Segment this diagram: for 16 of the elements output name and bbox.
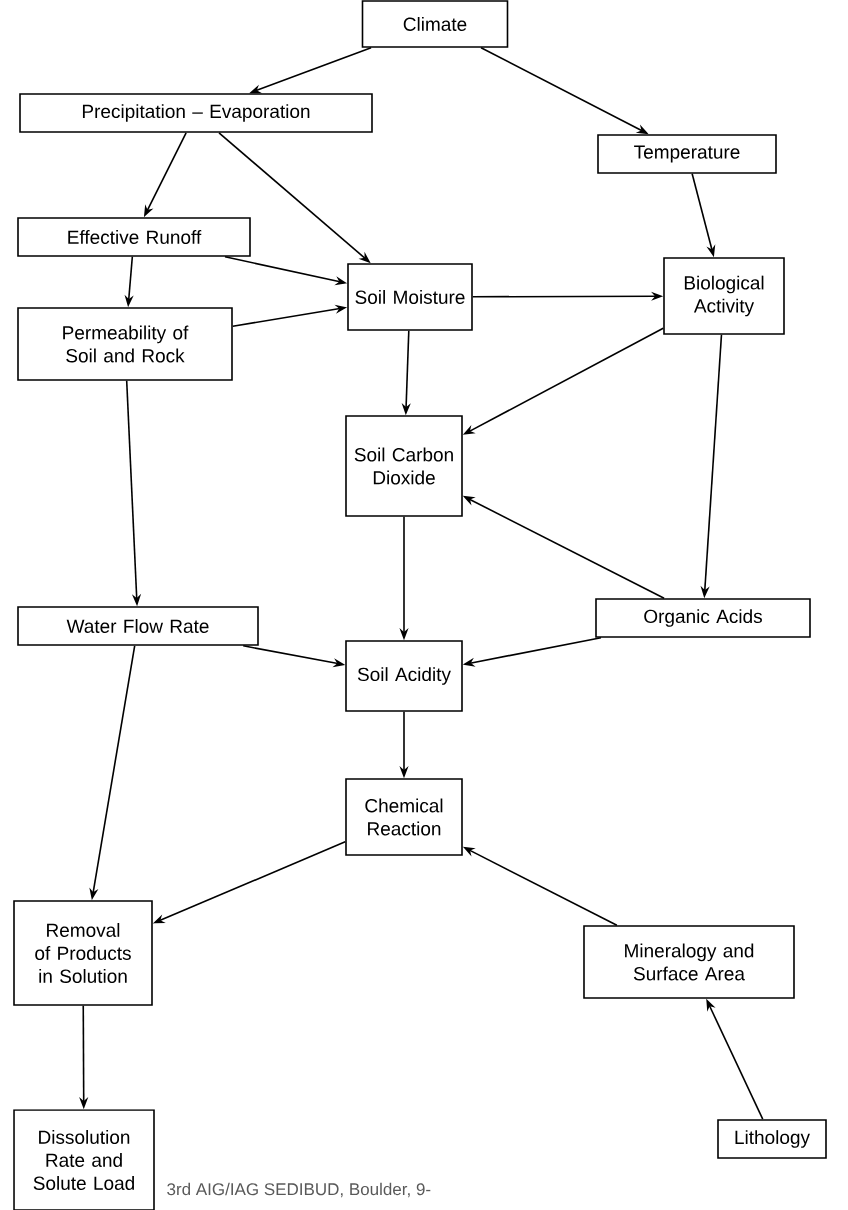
process-box: Water Flow Rate — [17, 606, 259, 646]
process-box: Precipitation – Evaporation — [19, 93, 373, 133]
process-box: Soil Acidity — [345, 640, 463, 712]
process-box: Dissolution Rate and Solute Load — [13, 1109, 155, 1210]
process-box: Permeability of Soil and Rock — [17, 307, 233, 381]
process-box: Organic Acids — [595, 598, 811, 638]
process-box: Soil Carbon Dioxide — [345, 415, 463, 517]
process-box: Mineralogy and Surface Area — [583, 925, 795, 999]
process-box: Lithology — [717, 1119, 827, 1159]
process-box: Soil Moisture — [347, 263, 473, 331]
process-box: Effective Runoff — [17, 217, 251, 257]
process-box: Climate — [361, 0, 509, 48]
process-box: Temperature — [597, 134, 777, 174]
process-box: Removal of Products in Solution — [13, 900, 153, 1006]
process-box: Biological Activity — [663, 257, 785, 335]
process-box: Chemical Reaction — [345, 778, 463, 856]
